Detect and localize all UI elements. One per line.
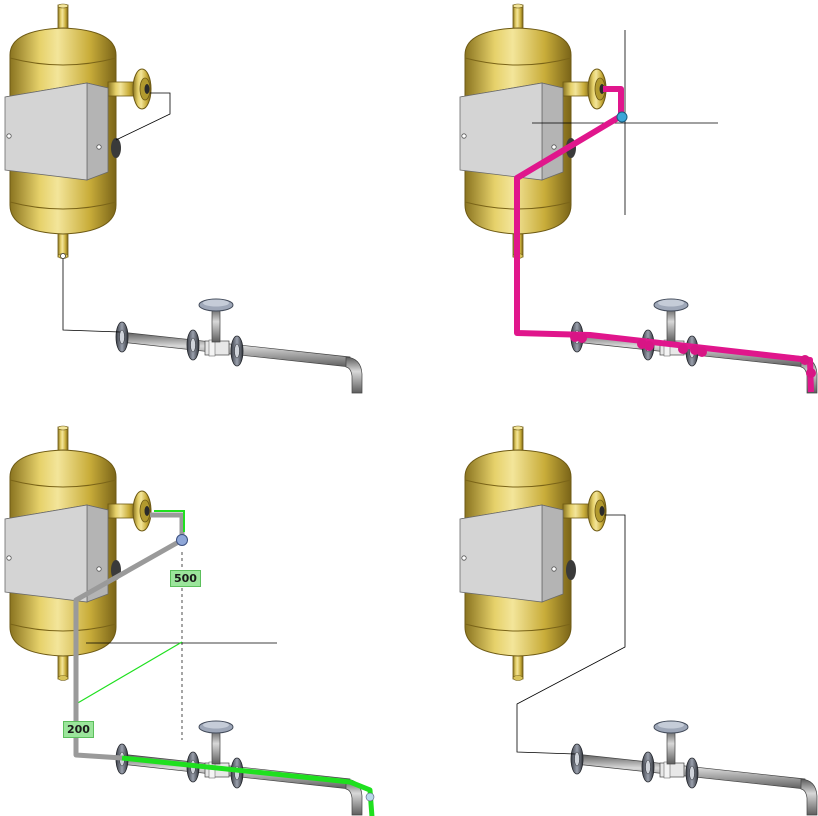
- route-segment-path[interactable]: [73, 512, 185, 761]
- panel-2-route-preview: [459, 3, 817, 393]
- route-sketch-line[interactable]: [62, 256, 121, 333]
- panel-3-route-dimensioning: [4, 425, 375, 816]
- dimension-label-vertical[interactable]: 500: [170, 570, 201, 587]
- route-sketch-line[interactable]: [115, 92, 171, 141]
- panel-1-unrouted: [4, 3, 362, 393]
- preview-route-path[interactable]: [514, 86, 814, 393]
- route-vertex-handle[interactable]: [176, 534, 188, 546]
- route-node-markers: [570, 332, 816, 378]
- route-sketch-line[interactable]: [516, 514, 626, 755]
- panel-4-routed: [459, 425, 817, 815]
- dimension-label-horizontal[interactable]: 200: [63, 721, 94, 738]
- active-route-path[interactable]: [121, 755, 375, 816]
- snap-point[interactable]: [616, 111, 628, 123]
